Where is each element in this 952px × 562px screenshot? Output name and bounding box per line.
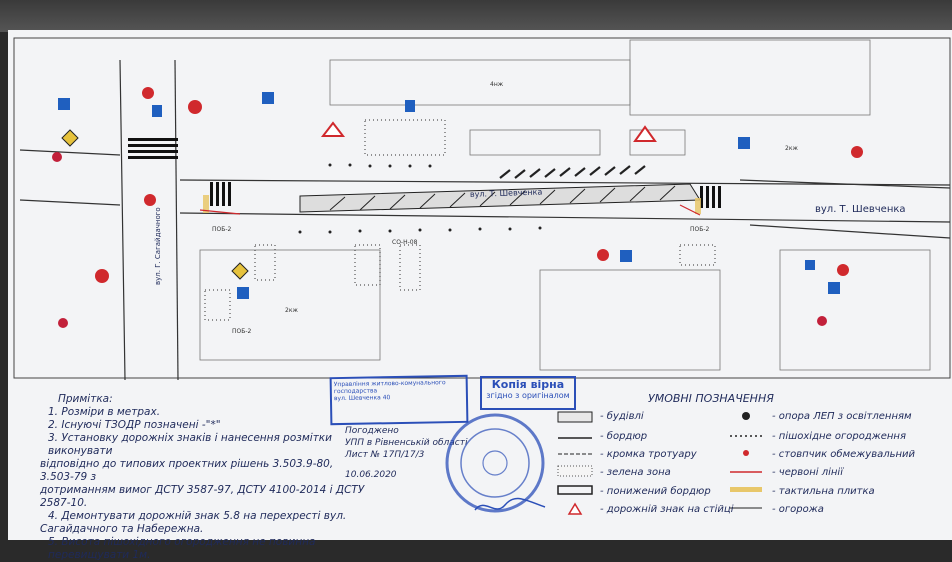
plan-label-pob-3: ПОБ-2 <box>232 328 252 335</box>
copy-stamp-sub: згідно з оригіналом <box>486 391 570 400</box>
legend-item-fence: - огорожа <box>772 504 824 515</box>
legend-item-tactile-tile: - тактильна плитка <box>772 486 875 497</box>
notes-block: Примітка: 1. Розміри в метрах. 2. Існуюч… <box>40 393 370 562</box>
copy-stamp: Копія вірна згідно з оригіналом <box>480 376 576 410</box>
approval-line: УПП в Рівненській області <box>345 438 468 448</box>
legend-item-light-pole: - опора ЛЕП з освітленням <box>772 411 912 422</box>
note-line: відповідно до типових проектних рішень 3… <box>40 458 334 483</box>
notes-title: Примітка: <box>58 393 113 405</box>
note-line: 1. Розміри в метрах. <box>48 406 161 418</box>
approval-block: Погоджено УПП в Рівненській області Лист… <box>345 425 515 481</box>
photo-background-top <box>0 0 952 32</box>
building-label-1: 4нж <box>490 81 504 88</box>
plan-label-pob-1: ПОБ-2 <box>212 226 232 233</box>
copy-stamp-main: Копія вірна <box>491 378 565 391</box>
note-line: Сагайдачного та Набережна. <box>40 523 204 535</box>
round-seal <box>445 413 545 513</box>
note-line: 3. Установку дорожніх знаків і нанесення… <box>48 432 332 457</box>
legend-item-bollard: - стовпчик обмежувальний <box>772 449 916 460</box>
legend-item-buildings: - будівлі <box>600 411 644 422</box>
building-label-3: 2кж <box>285 307 298 314</box>
stamp-sub: вул. Шевченка 40 <box>333 394 391 403</box>
note-line: 2. Існуючі ТЗОДР позначені -"*" <box>48 419 221 431</box>
legend-title: УМОВНІ ПОЗНАЧЕННЯ <box>648 392 774 405</box>
note-line: дотриманням вимог ДСТУ 3587-97, ДСТУ 410… <box>40 484 365 496</box>
note-line: 2587-10. <box>40 497 88 509</box>
legend-item-road-sign: - дорожній знак на стійці <box>600 504 734 515</box>
street-label-main: вул. Т. Шевченка <box>815 204 906 215</box>
legend-item-curb: - бордюр <box>600 431 648 442</box>
street-label-center: вул. Т. Шевченка <box>470 187 543 199</box>
approval-line: Лист № 17П/17/3 <box>345 450 425 460</box>
traffic-plan: вул. Т. Шевченка вул. Т. Шевченка вул. Г… <box>13 37 951 381</box>
approval-date: 10.06.2020 <box>345 470 397 480</box>
note-line: 5. Висота пішохідного огородження не пов… <box>48 536 316 561</box>
legend-item-red-lines: - червоні лінії <box>772 467 843 478</box>
building-label-2: 2кж <box>785 145 798 152</box>
plan-label-so: СО-Н-08 <box>392 239 418 246</box>
signature-icon <box>474 497 546 511</box>
legend-item-lowered-curb: - понижений бордюр <box>600 486 711 497</box>
legend-item-sidewalk-edge: - кромка тротуару <box>600 449 697 460</box>
legend-item-pedestrian-fence: - пішохідне огородження <box>772 431 906 442</box>
legend-item-green-zone: - зелена зона <box>600 467 671 478</box>
approval-line: Погоджено <box>345 426 399 436</box>
note-line: 4. Демонтувати дорожній знак 5.8 на пере… <box>48 510 347 522</box>
plan-label-pob-2: ПОБ-2 <box>690 226 710 233</box>
street-label-side: вул. Г. Сагайдачного <box>154 207 162 285</box>
